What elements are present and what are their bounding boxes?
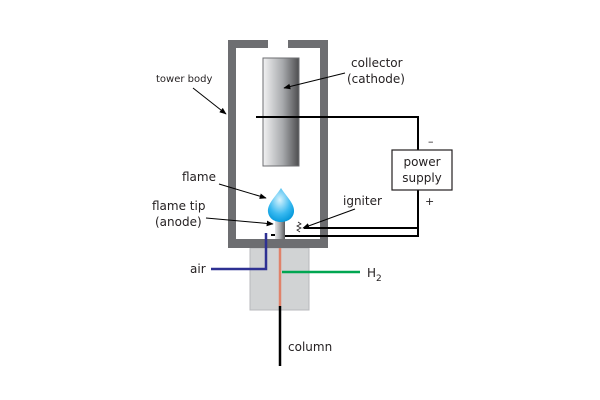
power-supply-box [391,149,453,191]
power-supply-label-1: power [403,155,440,169]
flame-tip-label-1: flame tip [152,199,205,213]
flame-icon [267,188,295,222]
tower-body [228,40,328,248]
tower-body-pointer [192,87,227,115]
column-label: column [288,340,332,354]
igniter-coil [296,221,302,233]
flame-pointer [218,183,267,199]
flame-label: flame [182,170,216,184]
minus-sign: – [428,135,434,148]
plus-sign: + [425,195,434,208]
flame-tip-pointer [205,217,274,227]
tower-body-label: tower body [156,74,212,85]
collector-cathode [262,57,300,167]
wires [256,116,419,237]
h2-label: H2 [367,266,382,284]
igniter-label: igniter [343,194,382,208]
air-line [211,233,268,271]
power-supply-label-2: supply [402,171,442,185]
collector-label-1: collector [351,56,403,70]
igniter-pointer [302,208,356,229]
air-label: air [190,262,206,276]
flame-tip-label-2: (anode) [155,215,202,229]
collector-label-2: (cathode) [347,72,405,86]
collector-pointer [283,72,346,90]
flame-tip-anode [275,218,285,239]
